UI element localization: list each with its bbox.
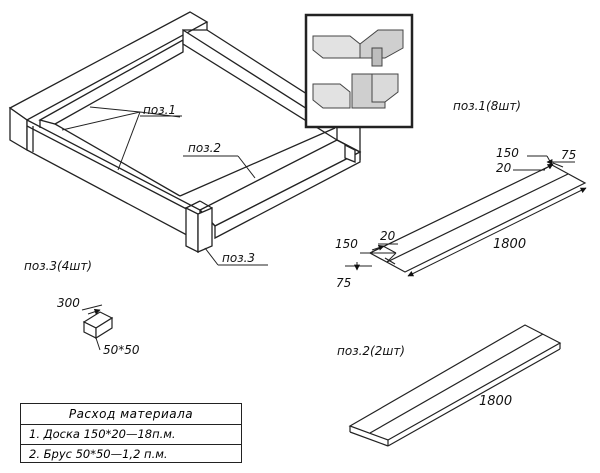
- pos1-dim-75-top: 75: [561, 148, 576, 162]
- pos3-dim-section: 50*50: [103, 343, 140, 357]
- pos1-dim-20-mid: 20: [380, 229, 396, 243]
- pos3-leader: [204, 247, 268, 266]
- pos2-title: поз.2(2шт): [337, 344, 405, 358]
- pos1-dim-75-mid: 75: [336, 276, 351, 290]
- materials-table-title: Расход материала: [21, 404, 241, 425]
- pos1-dim-20-top: 20: [496, 161, 512, 175]
- materials-row-2: 2. Брус 50*50—1,2 п.м.: [29, 447, 168, 461]
- pos3-title: поз.3(4шт): [24, 259, 92, 273]
- joint-detail-inset: [304, 13, 414, 129]
- pos2-board: [348, 324, 562, 447]
- materials-table: Расход материала 1. Доска 150*20—18п.м. …: [20, 403, 242, 463]
- pos1-dim-length: 1800: [493, 237, 526, 252]
- materials-row-1: 1. Доска 150*20—18п.м.: [21, 425, 241, 445]
- pos2-leader: [183, 155, 256, 179]
- pos1-dim-150-top: 150: [496, 146, 519, 160]
- pos1-title: поз.1(8шт): [453, 99, 521, 113]
- pos1-callout-label: поз.1: [143, 103, 176, 117]
- pos3-block: [82, 311, 114, 340]
- pos2-dim-length: 1800: [479, 394, 512, 409]
- pos2-callout-label: поз.2: [188, 141, 221, 155]
- pos3-callout-label: поз.3: [222, 251, 255, 265]
- pos1-dim-150-mid: 150: [335, 237, 358, 251]
- pos1-board: [368, 164, 587, 273]
- pos3-dim-length: 300: [57, 296, 80, 310]
